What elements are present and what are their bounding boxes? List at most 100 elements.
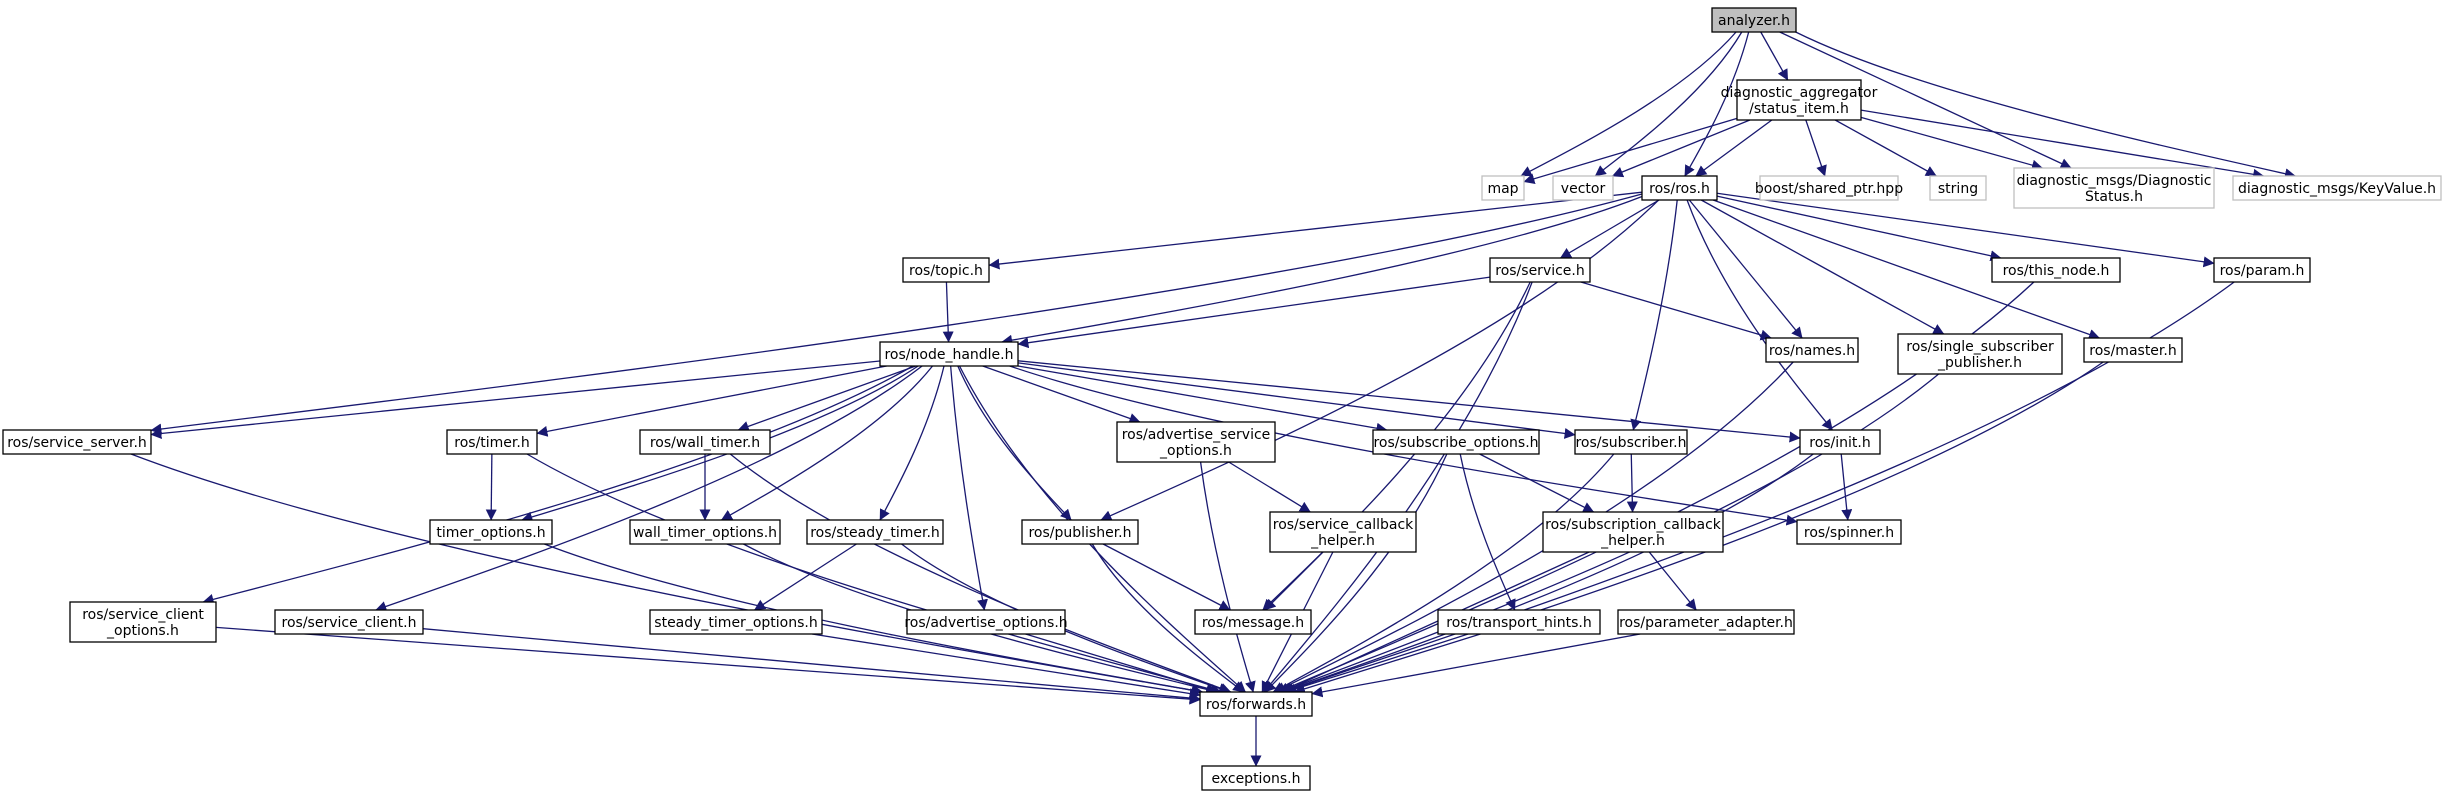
node-box [1711, 7, 1797, 33]
node-box [1991, 257, 2121, 283]
node-service-server[interactable]: ros/service_server.h [2, 429, 152, 455]
edge-analyzer-to-status-item [1760, 31, 1789, 81]
node-adv-service-opts[interactable]: ros/advertise_service_options.h [1116, 421, 1276, 463]
node-forwards[interactable]: ros/forwards.h [1199, 691, 1313, 717]
edge-ros-h-to-param [1716, 192, 2215, 268]
edge-node-handle-to-init [1017, 360, 1801, 443]
node-node-handle[interactable]: ros/node_handle.h [879, 341, 1019, 367]
node-label: _options.h [106, 623, 179, 639]
node-wall-timer-opts[interactable]: wall_timer_options.h [629, 519, 781, 545]
node-box [1269, 511, 1417, 553]
edge-node-handle-to-adv-service-opts [982, 365, 1141, 424]
node-box [2213, 257, 2311, 283]
node-param-adapter[interactable]: ros/parameter_adapter.h [1617, 609, 1795, 635]
node-label: _helper.h [1600, 533, 1665, 549]
node-transport-hints[interactable]: ros/transport_hints.h [1437, 609, 1601, 635]
node-init[interactable]: ros/init.h [1799, 429, 1881, 455]
edge-service-server-to-forwards [130, 453, 1203, 696]
node-single-sub-pub[interactable]: ros/single_subscriber_publisher.h [1897, 333, 2063, 375]
node-box [1489, 257, 1591, 283]
node-box [1897, 333, 2063, 375]
edge-ros-h-to-service-server [150, 193, 1643, 435]
node-box [902, 257, 990, 283]
node-this-node[interactable]: ros/this_node.h [1991, 257, 2121, 283]
node-box [1796, 519, 1902, 545]
edge-status-item-to-diag-status [1860, 116, 2043, 171]
node-exceptions[interactable]: exceptions.h [1201, 765, 1311, 791]
node-spinner[interactable]: ros/spinner.h [1796, 519, 1902, 545]
edge-ros-h-to-this-node [1716, 195, 2002, 262]
node-box [2232, 175, 2442, 201]
node-label: ros/spinner.h [1804, 525, 1894, 541]
node-steady-timer-opts[interactable]: steady_timer_options.h [649, 609, 823, 635]
node-label: _helper.h [1310, 533, 1375, 549]
node-label: ros/service_client [82, 607, 204, 623]
edge-service-to-message [1262, 281, 1531, 611]
node-box [1201, 765, 1311, 791]
node-label: timer_options.h [436, 525, 545, 541]
node-service-client[interactable]: ros/service_client.h [274, 609, 424, 635]
node-label: ros/param.h [2220, 263, 2305, 279]
node-service-cb-helper[interactable]: ros/service_callback_helper.h [1269, 511, 1417, 553]
node-label: ros/publisher.h [1028, 525, 1131, 541]
node-names[interactable]: ros/names.h [1765, 337, 1859, 363]
node-topic[interactable]: ros/topic.h [902, 257, 990, 283]
edge-service-client-to-forwards [422, 628, 1201, 704]
node-keyvalue: diagnostic_msgs/KeyValue.h [2232, 175, 2442, 201]
node-box [879, 341, 1019, 367]
edge-names-to-forwards [1274, 361, 1794, 693]
node-label: ros/node_handle.h [884, 347, 1013, 363]
node-label: ros/init.h [1809, 435, 1871, 451]
node-label: Status.h [2085, 189, 2143, 205]
node-box [2, 429, 152, 455]
node-wall-timer[interactable]: ros/wall_timer.h [639, 429, 771, 455]
edge-node-handle-to-timer-opts [521, 365, 919, 523]
edge-status-item-to-shared-ptr [1805, 119, 1827, 177]
node-label: ros/subscription_callback [1545, 517, 1722, 533]
node-string: string [1929, 175, 1987, 201]
node-service[interactable]: ros/service.h [1489, 257, 1591, 283]
node-label: ros/transport_hints.h [1446, 615, 1591, 631]
edge-node-handle-to-service-server [150, 360, 881, 439]
edge-service-client-opts-to-forwards [215, 626, 1201, 705]
node-box [1552, 175, 1614, 201]
edge-status-item-to-map [1523, 117, 1738, 185]
node-box [1759, 175, 1899, 201]
node-param[interactable]: ros/param.h [2213, 257, 2311, 283]
node-status-item[interactable]: diagnostic_aggregator/status_item.h [1721, 79, 1878, 121]
edge-sub-cb-helper-to-param-adapter [1648, 551, 1697, 611]
node-master[interactable]: ros/master.h [2083, 337, 2183, 363]
node-label: ros/subscriber.h [1575, 435, 1686, 451]
node-box [1799, 429, 1881, 455]
node-box [1116, 421, 1276, 463]
node-sub-cb-helper[interactable]: ros/subscription_callback_helper.h [1542, 511, 1724, 553]
node-label: diagnostic_aggregator [1721, 85, 1878, 101]
node-label: ros/steady_timer.h [810, 525, 940, 541]
node-label: boost/shared_ptr.hpp [1755, 181, 1903, 197]
node-label: ros/service_callback [1273, 517, 1414, 533]
node-box [69, 601, 217, 643]
node-subscriber[interactable]: ros/subscriber.h [1574, 429, 1688, 455]
edge-ros-h-to-single-sub-pub [1700, 199, 1945, 335]
edge-service-cb-helper-to-message [1264, 551, 1324, 611]
node-label: /status_item.h [1749, 101, 1849, 117]
edges-layer [130, 31, 2296, 767]
node-steady-timer[interactable]: ros/steady_timer.h [806, 519, 944, 545]
edge-analyzer-to-diag-status [1779, 31, 2072, 169]
node-subscribe-opts[interactable]: ros/subscribe_options.h [1372, 429, 1540, 455]
edge-init-to-forwards [1282, 453, 1814, 694]
node-advertise-opts[interactable]: ros/advertise_options.h [904, 609, 1068, 635]
node-service-client-opts[interactable]: ros/service_client_options.h [69, 601, 217, 643]
edge-node-handle-to-subscriber [1017, 362, 1576, 439]
edge-status-item-to-vector [1611, 119, 1751, 178]
node-timer[interactable]: ros/timer.h [446, 429, 538, 455]
edge-timer-to-forwards [526, 453, 1222, 695]
edge-node-handle-to-forwards [958, 365, 1246, 693]
node-publisher[interactable]: ros/publisher.h [1021, 519, 1139, 545]
node-analyzer[interactable]: analyzer.h [1711, 7, 1797, 33]
node-timer-opts[interactable]: timer_options.h [429, 519, 553, 545]
node-message[interactable]: ros/message.h [1194, 609, 1312, 635]
nodes-layer: analyzer.h diagnostic_aggregator/status_i… [2, 7, 2442, 791]
node-ros-h[interactable]: ros/ros.h [1641, 175, 1718, 201]
